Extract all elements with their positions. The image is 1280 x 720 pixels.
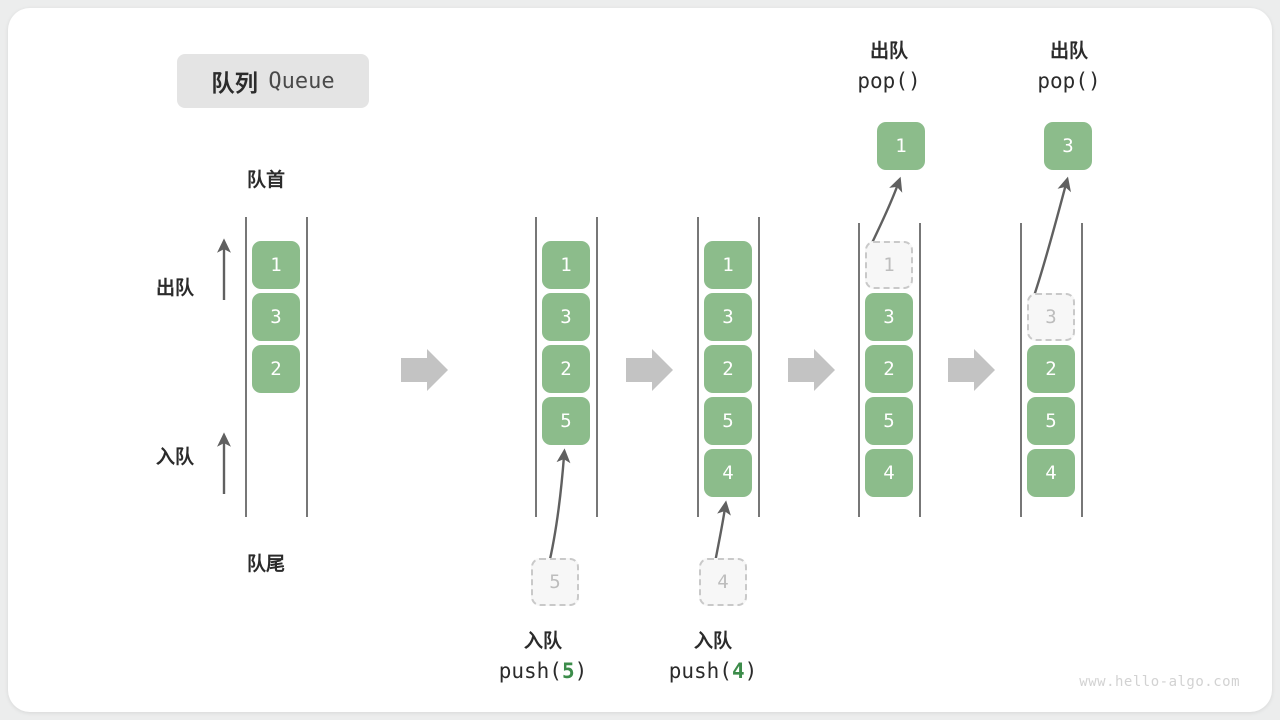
queue-cell: 2: [1027, 345, 1075, 393]
queue-cell: 3: [252, 293, 300, 341]
push-4-caption-cn: 入队: [693, 631, 732, 652]
queue-cell: 5: [1027, 397, 1075, 445]
pop-3-header: 出队 pop(): [989, 38, 1149, 96]
diagram-title-en: Queue: [268, 68, 335, 94]
push-5-flow-arrow: [546, 448, 571, 569]
step-arrow-4: [948, 349, 995, 391]
queue-cell: 4: [865, 449, 913, 497]
queue-cell: 4: [1027, 449, 1075, 497]
queue-cell: 2: [542, 345, 590, 393]
pop-3-header-cn: 出队: [1049, 41, 1088, 62]
queue-cell: 1: [542, 241, 590, 289]
step-arrow-2: [626, 349, 673, 391]
queue-cell: 5: [865, 397, 913, 445]
rear-label: 队尾: [247, 554, 286, 575]
queue-cell: 1: [252, 241, 300, 289]
rail-panel-push-5: [535, 217, 598, 517]
dequeue-label: 出队: [156, 278, 195, 299]
step-arrow-1: [401, 349, 448, 391]
front-label: 队首: [247, 170, 286, 191]
push-4-caption: 入队 push(4): [633, 628, 793, 686]
diagram-vector-layer: [217, 176, 1083, 569]
queue-cell: 5: [542, 397, 590, 445]
queue-cell: 5: [704, 397, 752, 445]
queue-cell: 1: [704, 241, 752, 289]
push-5-caption: 入队 push(5): [463, 628, 623, 686]
rail-panel-push-4: [697, 217, 760, 517]
rail-panel-initial: [245, 217, 308, 517]
diagram-title: 队列 Queue: [177, 54, 369, 108]
pop-3-header-code: pop(): [1037, 68, 1101, 93]
pop-1-header: 出队 pop(): [809, 38, 969, 96]
rail-panel-pop-3: [1020, 223, 1083, 517]
push-5-caption-cn: 入队: [523, 631, 562, 652]
queue-cell: 2: [865, 345, 913, 393]
rail-panel-pop-1: [858, 223, 921, 517]
popped-element: 1: [877, 122, 925, 170]
queue-cell: 2: [704, 345, 752, 393]
queue-cell: 3: [704, 293, 752, 341]
popped-element: 3: [1044, 122, 1092, 170]
pop-1-header-cn: 出队: [869, 41, 908, 62]
pop-1-header-code: pop(): [857, 68, 921, 93]
queue-cell: 3: [542, 293, 590, 341]
step-arrow-3: [788, 349, 835, 391]
push-5-caption-code: push(5): [498, 658, 588, 683]
pop-1-flow-arrow: [870, 176, 903, 244]
queue-cell-ghost: 3: [1027, 293, 1075, 341]
watermark: www.hello-algo.com: [1079, 674, 1240, 690]
diagram-title-cn: 队列: [211, 70, 259, 96]
enqueue-label: 入队: [156, 447, 195, 468]
push-4-caption-code: push(4): [668, 658, 758, 683]
incoming-element-ghost: 4: [699, 558, 747, 606]
diagram-card: 队列 Queue 队首 队尾 出队 入队 1 3 2 1 3 2 5 5 入队 …: [8, 8, 1272, 712]
queue-cell: 2: [252, 345, 300, 393]
incoming-element-ghost: 5: [531, 558, 579, 606]
queue-cell: 4: [704, 449, 752, 497]
queue-cell-ghost: 1: [865, 241, 913, 289]
queue-cell: 3: [865, 293, 913, 341]
pop-3-flow-arrow: [1032, 176, 1071, 297]
